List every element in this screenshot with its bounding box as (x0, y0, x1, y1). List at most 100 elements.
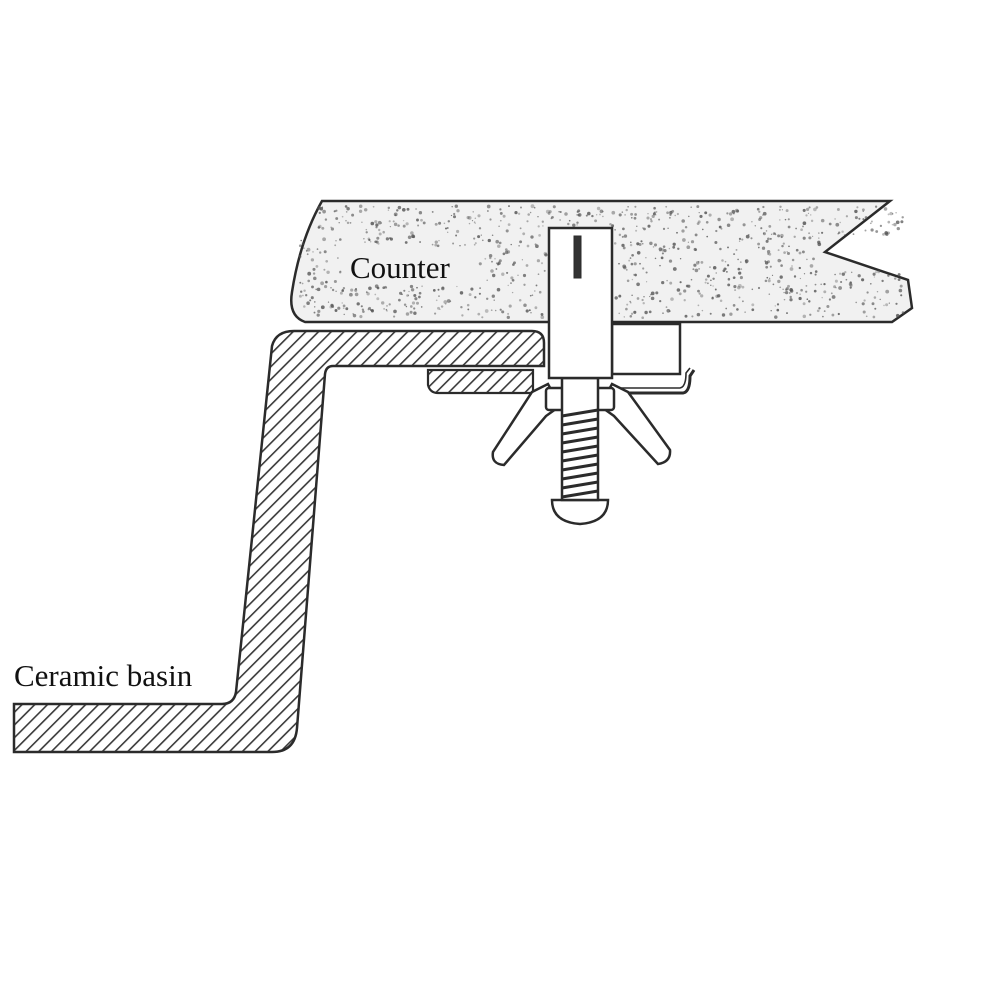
counter-speckle (732, 276, 736, 280)
counter-speckle (320, 281, 324, 286)
counter-speckle (495, 262, 498, 264)
counter-speckle (634, 213, 637, 216)
counter-speckle (467, 308, 470, 311)
counter-speckle (313, 311, 316, 314)
counter-speckle (533, 206, 536, 209)
counter-speckle (468, 293, 472, 297)
counter-speckle (393, 222, 398, 227)
counter-speckle (784, 290, 789, 295)
counter-speckle (341, 302, 343, 304)
counter-speckle (737, 285, 741, 290)
counter-speckle (901, 311, 905, 314)
counter-speckle (688, 215, 690, 218)
counter-speckle (676, 231, 678, 234)
counter-speckle (698, 211, 700, 214)
counter-speckle (767, 252, 770, 256)
counter-speckle (700, 294, 704, 298)
counter-speckle (745, 234, 750, 239)
counter-speckle (789, 295, 792, 299)
counter-speckle (722, 269, 726, 273)
counter-speckle (684, 314, 688, 318)
counter-speckle (624, 214, 626, 216)
counter-speckle (490, 309, 493, 312)
counter-speckle (393, 309, 397, 314)
counter-speckle (777, 258, 781, 263)
counter-speckle (495, 268, 498, 270)
counter-speckle (445, 227, 447, 230)
counter-speckle (470, 287, 474, 291)
counter-speckle (700, 261, 704, 264)
counter-speckle (661, 280, 665, 285)
counter-speckle (828, 298, 832, 301)
counter-speckle (780, 264, 783, 267)
counter-speckle (719, 299, 723, 302)
counter-speckle (473, 237, 476, 240)
counter-speckle (447, 231, 449, 233)
anchor-sleeve (547, 226, 614, 380)
counter-speckle (550, 217, 553, 220)
counter-speckle (436, 244, 440, 248)
counter-speckle (765, 239, 769, 243)
clip-block (610, 322, 682, 376)
counter-speckle (611, 224, 615, 228)
counter-speckle (473, 243, 476, 246)
counter-speckle (501, 272, 505, 276)
counter-speckle (541, 220, 544, 223)
counter-speckle (873, 296, 877, 299)
counter-speckle (354, 288, 358, 292)
counter-speckle (741, 238, 744, 241)
counter-speckle (636, 251, 641, 255)
counter-speckle (594, 219, 598, 223)
counter-speckle (789, 267, 794, 271)
counter-speckle (762, 232, 766, 236)
counter-speckle (323, 250, 327, 254)
counter-speckle (900, 294, 903, 297)
counter-speckle (820, 218, 825, 223)
counter-speckle (672, 245, 676, 249)
counter-speckle (538, 290, 542, 294)
counter-speckle (491, 260, 493, 263)
counter-speckle (396, 209, 399, 212)
counter-speckle (799, 277, 802, 280)
counter-speckle (356, 302, 360, 306)
counter-speckle (887, 274, 890, 277)
counter-speckle (318, 211, 321, 215)
counter-speckle (630, 312, 634, 315)
counter-speckle (352, 313, 357, 318)
counter-speckle (706, 282, 709, 285)
counter-speckle (342, 307, 345, 310)
counter-speckle (649, 218, 653, 221)
counter-speckle (858, 217, 861, 220)
counter-speckle (523, 303, 527, 308)
counter-speckle (401, 293, 403, 296)
counter-speckle (625, 208, 628, 212)
counter-speckle (298, 244, 302, 248)
counter-speckle (506, 271, 509, 274)
counter-speckle (305, 294, 308, 297)
counter-speckle (321, 206, 324, 208)
counter-speckle (378, 228, 381, 232)
counter-speckle (409, 284, 414, 289)
counter-speckle (869, 282, 872, 285)
counter-speckle (646, 216, 650, 220)
counter-speckle (715, 229, 718, 233)
counter-speckle (618, 213, 622, 217)
counter-speckle (823, 282, 826, 286)
counter-speckle (413, 307, 416, 310)
counter-speckle (711, 297, 714, 300)
counter-speckle (782, 288, 784, 290)
counter-speckle (776, 303, 780, 306)
counter-speckle (341, 215, 344, 218)
counter-speckle (317, 309, 321, 314)
counter-speckle (721, 313, 726, 317)
counter-speckle (389, 225, 392, 228)
counter-speckle (629, 257, 632, 259)
counter-speckle (630, 212, 634, 216)
counter-speckle (477, 312, 481, 316)
counter-speckle (764, 279, 768, 283)
counter-speckle (564, 212, 568, 216)
counter-speckle (841, 230, 844, 233)
screw-thread (561, 444, 599, 454)
counter-speckle (731, 209, 736, 214)
counter-speckle (681, 229, 685, 233)
